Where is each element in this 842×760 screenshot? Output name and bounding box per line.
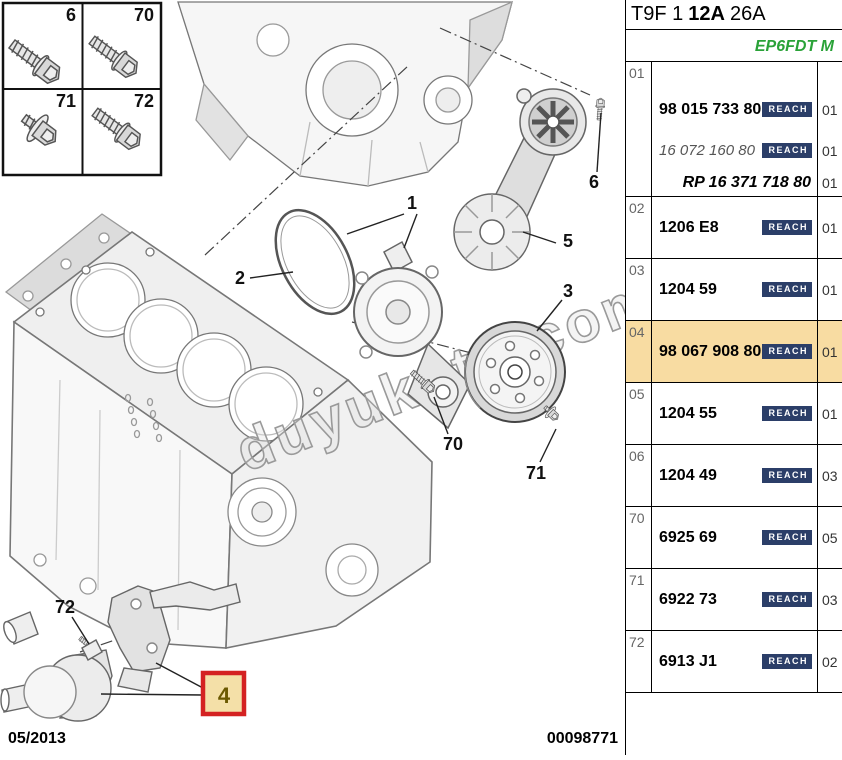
table-row-05[interactable]: 05 1204 55 REACH 01 <box>626 383 842 445</box>
table-row-02[interactable]: 02 1206 E8 REACH 01 <box>626 197 842 259</box>
callout-70: 70 <box>443 434 463 454</box>
belt-tensioner <box>453 88 587 271</box>
reach-badge[interactable]: REACH <box>762 468 812 483</box>
callout-2: 2 <box>235 268 245 288</box>
engine-code-header: EP6FDT M <box>626 30 842 62</box>
qty-cell: 03 <box>822 467 838 484</box>
qty-value: 01 <box>822 101 838 118</box>
bolt-6-part <box>594 97 606 121</box>
callout-1: 1 <box>407 193 417 213</box>
ref-cell: 70 <box>626 507 652 568</box>
part-number: 6922 73 <box>659 590 717 608</box>
part-number: 1204 55 <box>659 404 717 422</box>
qty-cell: 03 <box>822 591 838 608</box>
inset-label-6: 6 <box>66 5 76 25</box>
ref-cell: 05 <box>626 383 652 444</box>
part-number: 1204 49 <box>659 466 717 484</box>
qty-cell: 01 <box>822 281 838 298</box>
code-part1: T9F 1 <box>631 3 684 25</box>
part-cell: 1204 59 REACH <box>652 259 818 320</box>
revision-date: 05/2013 <box>8 730 66 747</box>
engine-exploded-diagram: duyukoto.com <box>0 0 666 722</box>
reach-badge[interactable]: REACH <box>762 282 812 297</box>
ref-cell: 71 <box>626 569 652 630</box>
part-cell: 6925 69 REACH <box>652 507 818 568</box>
table-row-06[interactable]: 06 1204 49 REACH 03 <box>626 445 842 507</box>
callout-labels: 1 2 3 5 6 70 71 72 <box>55 172 599 617</box>
part-cell: 98 015 733 80 REACH 16 072 160 80 REACH … <box>652 62 818 196</box>
crankshaft-pulley <box>464 321 566 423</box>
diagram-pane: duyukoto.com <box>0 0 666 747</box>
ref-cell: 06 <box>626 445 652 506</box>
ref-cell: 01 <box>626 62 652 196</box>
part-cell: 1204 49 REACH <box>652 445 818 506</box>
selected-callout-box[interactable]: 4 <box>200 670 247 717</box>
part-number: 6925 69 <box>659 528 717 546</box>
qty-cell: 05 <box>822 529 838 546</box>
qty-cell: 01 <box>822 405 838 422</box>
reach-badge[interactable]: REACH <box>762 143 812 159</box>
ref-cell: 03 <box>626 259 652 320</box>
table-row-72[interactable]: 72 6913 J1 REACH 02 <box>626 631 842 693</box>
ref-cell: 04 <box>626 321 652 382</box>
inset-label-72: 72 <box>134 91 154 111</box>
table-row-01[interactable]: 01 98 015 733 80 REACH 16 072 160 80 REA… <box>626 62 842 197</box>
callout-71: 71 <box>526 463 546 483</box>
inset-label-71: 71 <box>56 91 76 111</box>
fastener-inset: 6 70 71 72 <box>1 1 163 177</box>
reach-badge[interactable]: REACH <box>762 592 812 607</box>
part-number: 98 015 733 80 <box>659 100 762 118</box>
qty-cell: 01 <box>822 219 838 236</box>
table-row-70[interactable]: 70 6925 69 REACH 05 <box>626 507 842 569</box>
part-cell: 98 067 908 80 REACH <box>652 321 818 382</box>
code-part3: 26A <box>729 3 766 25</box>
engine-lower-block <box>4 213 433 649</box>
part-number: 1206 E8 <box>659 218 719 236</box>
water-pump-gasket <box>274 208 356 316</box>
part-cell: 1204 55 REACH <box>652 383 818 444</box>
qty-cell: 02 <box>822 653 838 670</box>
engine-upper-block <box>177 0 513 187</box>
part-number-superseded: 16 072 160 80 <box>659 142 755 160</box>
callout-5: 5 <box>563 231 573 251</box>
table-row-04-selected[interactable]: 04 98 067 908 80 REACH 01 <box>626 321 842 383</box>
part-number: 1204 59 <box>659 280 717 298</box>
qty-cell: 01 01 01 <box>818 62 842 196</box>
qty-value: 01 <box>822 174 838 191</box>
code-part2: 12A <box>688 3 725 25</box>
water-pump <box>353 240 471 430</box>
leader-lines <box>71 112 602 696</box>
reach-badge[interactable]: REACH <box>762 220 812 235</box>
part-number-replacement: RP 16 371 718 80 <box>682 173 811 191</box>
document-number: 00098771 <box>546 730 618 747</box>
reach-badge[interactable]: REACH <box>762 102 812 118</box>
reach-badge[interactable]: REACH <box>762 344 812 359</box>
reach-badge[interactable]: REACH <box>762 406 812 421</box>
callout-3: 3 <box>563 281 573 301</box>
callout-72: 72 <box>55 597 75 617</box>
auxiliary-water-pump <box>0 581 241 722</box>
callout-6: 6 <box>589 172 599 192</box>
ref-cell: 72 <box>626 631 652 692</box>
ref-cell: 02 <box>626 197 652 258</box>
qty-value: 01 <box>822 142 838 159</box>
table-row-71[interactable]: 71 6922 73 REACH 03 <box>626 569 842 631</box>
inset-label-70: 70 <box>134 5 154 25</box>
part-number: 98 067 908 80 <box>659 342 762 360</box>
reach-badge[interactable]: REACH <box>762 530 812 545</box>
callout-4: 4 <box>218 683 231 708</box>
part-cell: 6922 73 REACH <box>652 569 818 630</box>
reach-badge[interactable]: REACH <box>762 654 812 669</box>
table-row-03[interactable]: 03 1204 59 REACH 01 <box>626 259 842 321</box>
qty-cell: 01 <box>818 321 842 382</box>
part-cell: 1206 E8 REACH <box>652 197 818 258</box>
part-number: 6913 J1 <box>659 652 717 670</box>
part-cell: 6913 J1 REACH <box>652 631 818 692</box>
